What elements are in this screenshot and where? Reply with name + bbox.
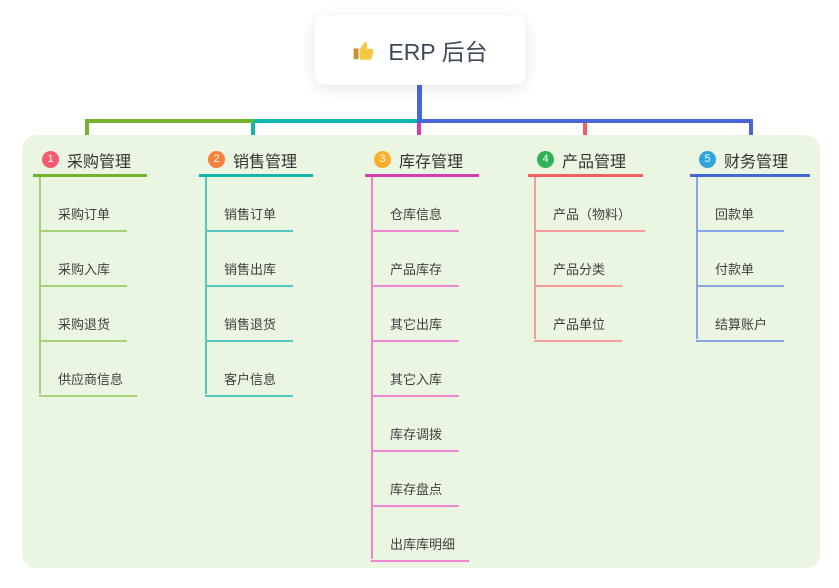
thumbs-up-icon — [352, 37, 378, 63]
node-item[interactable]: 采购入库 — [39, 232, 127, 287]
branch-title-label: 库存管理 — [399, 153, 464, 171]
branch-title-sales[interactable]: 2 销售管理 — [199, 145, 313, 177]
connector-bus-blue — [419, 119, 753, 123]
branch5-connector-drop — [749, 119, 753, 147]
node-item[interactable]: 客户信息 — [205, 342, 293, 397]
branch-items: 销售订单 销售出库 销售退货 客户信息 — [205, 177, 313, 397]
branch-title-product[interactable]: 4 产品管理 — [528, 145, 643, 177]
node-label: 销售出库 — [224, 262, 277, 277]
node-item[interactable]: 产品库存 — [371, 232, 459, 287]
node-label: 采购订单 — [58, 207, 111, 222]
node-label: 客户信息 — [224, 372, 277, 387]
node-label: 库存调拨 — [390, 427, 443, 442]
root-stem-connector — [417, 84, 422, 123]
node-label: 产品单位 — [553, 317, 606, 332]
branch-number-badge: 5 — [699, 151, 716, 168]
branch-title-label: 销售管理 — [233, 153, 298, 171]
node-label: 采购退货 — [58, 317, 111, 332]
branch-items-connector-line — [696, 177, 698, 339]
node-label: 其它出库 — [390, 317, 443, 332]
branch-title-label: 产品管理 — [562, 153, 627, 171]
branch2-connector-drop — [251, 119, 255, 147]
node-item[interactable]: 销售退货 — [205, 287, 293, 342]
branch-finance: 5 财务管理 回款单 付款单 结算账户 — [690, 145, 810, 342]
node-label: 产品分类 — [553, 262, 606, 277]
node-item[interactable]: 仓库信息 — [371, 177, 459, 232]
branch1-connector-drop — [85, 119, 89, 147]
branch-title-inventory[interactable]: 3 库存管理 — [365, 145, 479, 177]
branch-items-connector-line — [371, 177, 373, 559]
node-item[interactable]: 结算账户 — [696, 287, 784, 342]
node-item[interactable]: 回款单 — [696, 177, 784, 232]
node-label: 销售退货 — [224, 317, 277, 332]
node-item[interactable]: 销售出库 — [205, 232, 293, 287]
node-label: 出库库明细 — [390, 537, 456, 552]
node-item[interactable]: 其它入库 — [371, 342, 459, 397]
branch-items: 回款单 付款单 结算账户 — [696, 177, 810, 342]
branch-number-badge: 2 — [208, 151, 225, 168]
node-item[interactable]: 采购退货 — [39, 287, 127, 342]
node-label: 付款单 — [715, 262, 755, 277]
branch-title-label: 财务管理 — [724, 153, 789, 171]
node-item[interactable]: 库存调拨 — [371, 397, 459, 452]
node-label: 回款单 — [715, 207, 755, 222]
root-node-label: ERP 后台 — [388, 39, 488, 65]
connector-bus-teal — [253, 119, 419, 123]
node-label: 产品（物料） — [553, 207, 632, 222]
branch-items: 产品（物料） 产品分类 产品单位 — [534, 177, 646, 342]
node-label: 其它入库 — [390, 372, 443, 387]
node-label: 库存盘点 — [390, 482, 443, 497]
node-item[interactable]: 产品（物料） — [534, 177, 646, 232]
node-item[interactable]: 销售订单 — [205, 177, 293, 232]
node-item[interactable]: 付款单 — [696, 232, 784, 287]
branch-title-finance[interactable]: 5 财务管理 — [690, 145, 810, 177]
branch-title-purchase[interactable]: 1 采购管理 — [33, 145, 147, 177]
node-label: 产品库存 — [390, 262, 443, 277]
branch3-connector-drop — [417, 119, 421, 147]
branch-number-badge: 3 — [374, 151, 391, 168]
branch-items: 采购订单 采购入库 采购退货 供应商信息 — [39, 177, 147, 397]
branch-sales: 2 销售管理 销售订单 销售出库 销售退货 客户信息 — [199, 145, 313, 397]
node-label: 仓库信息 — [390, 207, 443, 222]
node-item[interactable]: 其它出库 — [371, 287, 459, 342]
node-label: 结算账户 — [715, 317, 768, 332]
node-item[interactable]: 采购订单 — [39, 177, 127, 232]
node-label: 销售订单 — [224, 207, 277, 222]
branches-group-panel — [22, 135, 820, 568]
node-label: 供应商信息 — [58, 372, 124, 387]
node-item[interactable]: 产品分类 — [534, 232, 622, 287]
branch-purchase: 1 采购管理 采购订单 采购入库 采购退货 供应商信息 — [33, 145, 147, 397]
node-item[interactable]: 供应商信息 — [39, 342, 138, 397]
node-item[interactable]: 出库库明细 — [371, 507, 470, 562]
branch-product: 4 产品管理 产品（物料） 产品分类 产品单位 — [528, 145, 646, 342]
root-node-erp[interactable]: ERP 后台 — [315, 15, 525, 85]
node-label: 采购入库 — [58, 262, 111, 277]
branch-title-label: 采购管理 — [67, 153, 132, 171]
node-item[interactable]: 产品单位 — [534, 287, 622, 342]
connector-bus-green — [85, 119, 253, 123]
branch-inventory: 3 库存管理 仓库信息 产品库存 其它出库 其它入库 库存调拨 库存盘点 出库库… — [365, 145, 479, 562]
node-item[interactable]: 库存盘点 — [371, 452, 459, 507]
branch-items: 仓库信息 产品库存 其它出库 其它入库 库存调拨 库存盘点 出库库明细 — [371, 177, 479, 562]
branch4-connector-drop — [583, 119, 587, 147]
branch-number-badge: 1 — [42, 151, 59, 168]
branch-number-badge: 4 — [537, 151, 554, 168]
branch-items-connector-line — [534, 177, 536, 339]
